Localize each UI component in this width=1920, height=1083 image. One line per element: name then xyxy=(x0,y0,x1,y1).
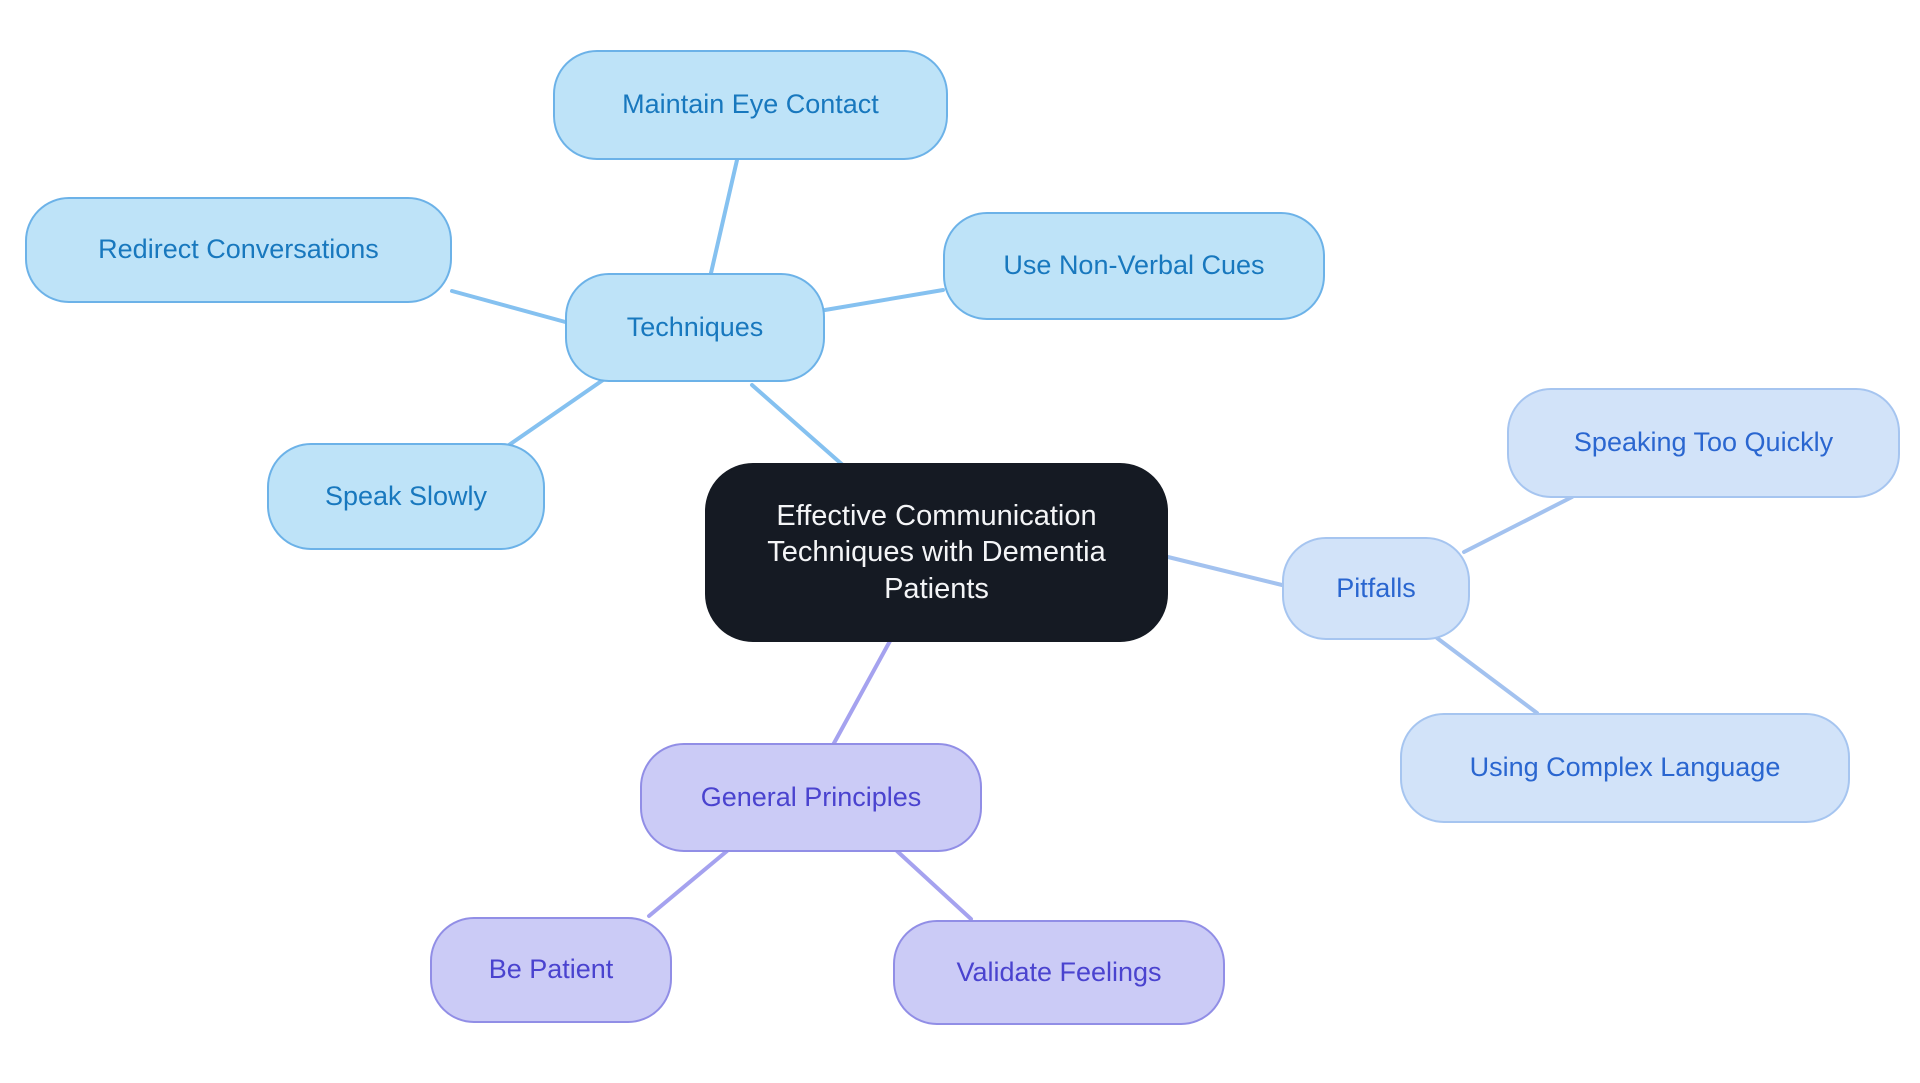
node-validate-feelings[interactable]: Validate Feelings xyxy=(893,920,1225,1025)
edge-general-principles-to-be-patient xyxy=(647,849,729,918)
edge-techniques-to-redirect-conversations xyxy=(450,289,571,325)
node-label-speaking-too-quickly: Speaking Too Quickly xyxy=(1573,427,1834,458)
edge-pitfalls-to-speaking-too-quickly xyxy=(1462,495,1574,554)
node-general-principles[interactable]: General Principles xyxy=(640,743,982,852)
edge-general-principles-to-validate-feelings xyxy=(895,849,973,921)
node-speaking-too-quickly[interactable]: Speaking Too Quickly xyxy=(1507,388,1900,498)
node-central[interactable]: Effective Communication Techniques with … xyxy=(705,463,1168,642)
node-speak-slowly[interactable]: Speak Slowly xyxy=(267,443,545,550)
node-label-pitfalls: Pitfalls xyxy=(1336,572,1416,603)
node-label-be-patient: Be Patient xyxy=(488,954,614,985)
node-pitfalls[interactable]: Pitfalls xyxy=(1282,537,1470,640)
edge-central-to-general-principles xyxy=(831,639,892,747)
edge-central-to-pitfalls xyxy=(1166,555,1284,587)
edge-techniques-to-central xyxy=(750,383,847,469)
node-label-techniques: Techniques xyxy=(626,311,764,342)
node-use-non-verbal-cues[interactable]: Use Non-Verbal Cues xyxy=(943,212,1325,320)
node-be-patient[interactable]: Be Patient xyxy=(430,917,672,1023)
edge-techniques-to-maintain-eye-contact xyxy=(709,158,739,275)
node-using-complex-language[interactable]: Using Complex Language xyxy=(1400,713,1850,823)
edge-techniques-to-use-non-verbal-cues xyxy=(823,288,945,312)
node-label-use-non-verbal-cues: Use Non-Verbal Cues xyxy=(1003,250,1265,281)
node-label-maintain-eye-contact: Maintain Eye Contact xyxy=(622,89,879,120)
node-label-central: Effective Communication Techniques with … xyxy=(767,500,1106,605)
node-label-using-complex-language: Using Complex Language xyxy=(1469,752,1781,783)
node-label-general-principles: General Principles xyxy=(700,781,922,812)
edge-techniques-to-speak-slowly xyxy=(507,378,605,447)
node-redirect-conversations[interactable]: Redirect Conversations xyxy=(25,197,452,303)
node-label-redirect-conversations: Redirect Conversations xyxy=(98,234,379,265)
node-label-validate-feelings: Validate Feelings xyxy=(956,956,1162,987)
edge-pitfalls-to-using-complex-language xyxy=(1435,636,1539,715)
node-techniques[interactable]: Techniques xyxy=(565,273,825,382)
node-maintain-eye-contact[interactable]: Maintain Eye Contact xyxy=(553,50,948,160)
node-label-speak-slowly: Speak Slowly xyxy=(324,480,488,511)
